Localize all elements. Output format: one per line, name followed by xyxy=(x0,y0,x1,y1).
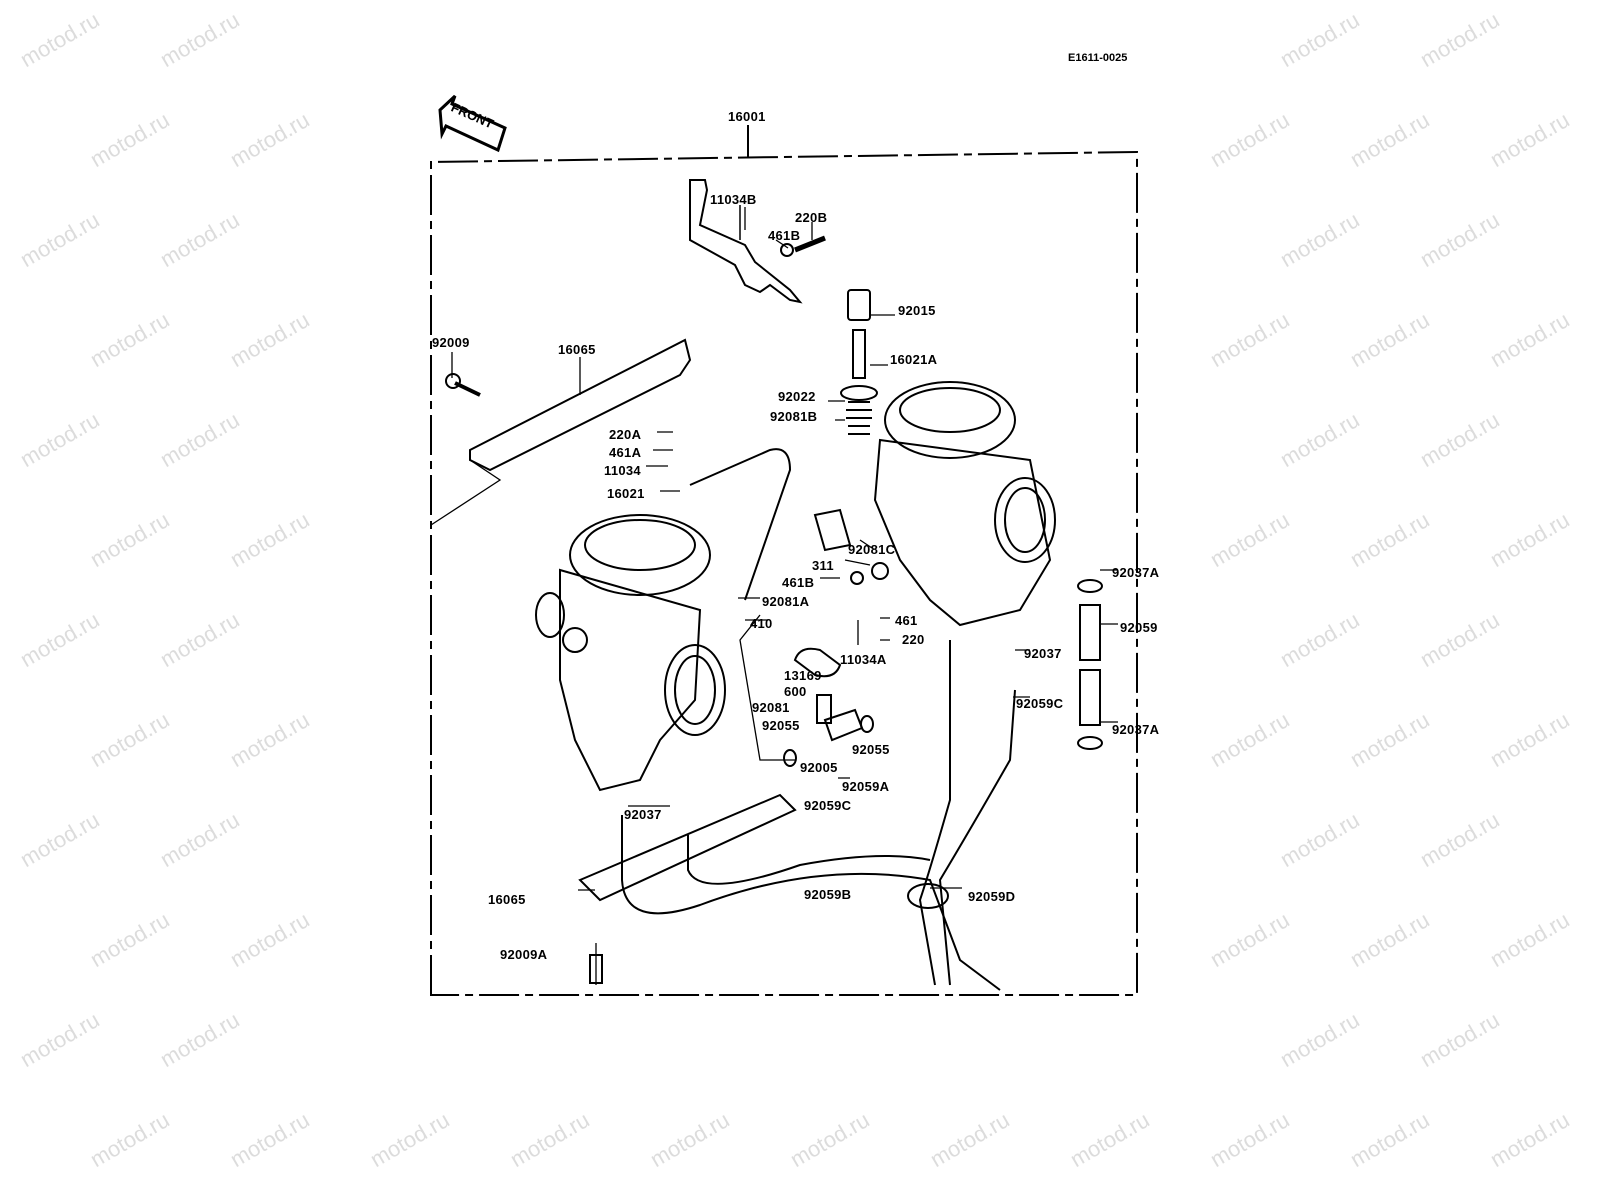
part-label: 92037 xyxy=(624,807,662,822)
front-arrow-icon xyxy=(438,94,507,153)
fuel-hoses xyxy=(621,640,1016,991)
part-label: 92015 xyxy=(898,303,936,318)
part-label: 92081A xyxy=(762,594,810,609)
part-label: 16021 xyxy=(607,486,645,501)
part-label: 16001 xyxy=(728,109,766,124)
part-label: 92055 xyxy=(762,718,800,733)
diagram-code: E1611-0025 xyxy=(1068,52,1128,64)
part-label: 92059C xyxy=(804,798,852,813)
part-label: 11034A xyxy=(840,652,887,667)
part-label: 92059D xyxy=(968,889,1016,904)
bracket-11034b xyxy=(689,179,826,304)
assembly-frame xyxy=(430,125,1138,996)
part-label: 461B xyxy=(782,575,815,590)
rail-16065-bottom xyxy=(578,793,797,984)
part-label: 92059C xyxy=(1016,696,1064,711)
part-label: 220A xyxy=(609,427,642,442)
part-label: 11034B xyxy=(710,192,757,207)
part-label: 92022 xyxy=(778,389,816,404)
part-label: 16065 xyxy=(558,342,596,357)
part-label: 92081B xyxy=(770,409,818,424)
part-label: 11034 xyxy=(604,463,641,478)
leader-lines xyxy=(430,207,1118,985)
part-label: 92037A xyxy=(1112,565,1160,580)
left-carburetor xyxy=(535,514,726,792)
part-label: 92059 xyxy=(1120,620,1158,635)
part-label: 461A xyxy=(609,445,642,460)
small-parts xyxy=(783,289,1103,767)
part-label: 13169 xyxy=(784,668,822,683)
part-label: 92059B xyxy=(804,887,852,902)
part-label: 92037 xyxy=(1024,646,1062,661)
part-label: 410 xyxy=(750,616,773,631)
part-label: 92055 xyxy=(852,742,890,757)
part-label: 92081 xyxy=(752,700,790,715)
part-label: 92009 xyxy=(432,335,470,350)
part-label: 461 xyxy=(895,613,918,628)
part-label: 92005 xyxy=(800,760,838,775)
part-label: 92009A xyxy=(500,947,548,962)
part-label: 16065 xyxy=(488,892,526,907)
part-label: 311 xyxy=(812,558,834,573)
part-label: 92081C xyxy=(848,542,896,557)
part-label: 461B xyxy=(768,228,801,243)
right-carburetor xyxy=(873,381,1056,627)
part-label: 92059A xyxy=(842,779,890,794)
part-label: 600 xyxy=(784,684,807,699)
part-label: 92037A xyxy=(1112,722,1160,737)
part-label: 16021A xyxy=(890,352,938,367)
part-label: 220B xyxy=(795,210,828,225)
part-label: 220 xyxy=(902,632,925,647)
throttle-cable xyxy=(689,448,792,601)
